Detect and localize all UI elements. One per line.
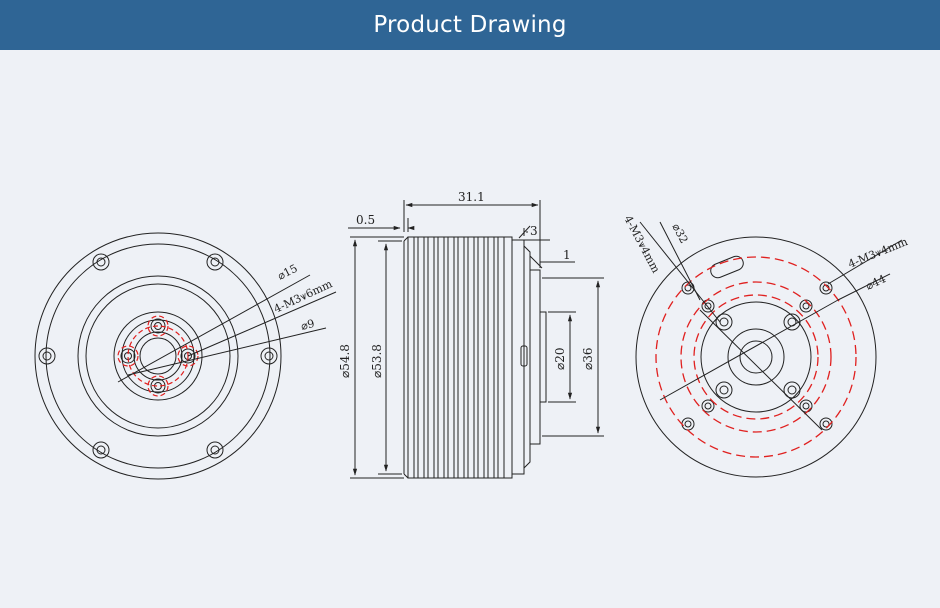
label-length-31-1: 31.1	[458, 190, 485, 204]
side-view	[348, 200, 604, 479]
flange-hole	[206, 253, 224, 271]
inner-hole	[783, 381, 801, 399]
right-rear-view	[635, 221, 903, 478]
flange-hole	[260, 347, 278, 365]
inner-hole	[783, 313, 801, 331]
label-dia-53-8: ⌀53.8	[370, 344, 384, 378]
label-dia-54-8: ⌀54.8	[338, 344, 352, 378]
label-step-3: 3	[530, 224, 538, 238]
hidden-bolt-circles	[655, 256, 857, 458]
cable-slot	[710, 255, 744, 279]
product-drawing: ⌀15 4-M3⩛6mm ⌀9	[34, 190, 910, 480]
label-shoulder-1: 1	[563, 248, 571, 262]
label-dia-9: ⌀9	[300, 317, 316, 333]
outer-hole	[681, 417, 695, 431]
label-dia-20: ⌀20	[553, 348, 567, 371]
outer-hole	[799, 399, 813, 413]
label-dia-15: ⌀15	[275, 262, 299, 283]
label-thread-inner-4mm: 4-M3⩛4mm	[621, 213, 662, 275]
flange-hole	[38, 347, 56, 365]
outer-hole	[701, 399, 715, 413]
label-offset-0-5: 0.5	[356, 213, 375, 227]
label-dia-36: ⌀36	[581, 348, 595, 371]
flange-hole	[92, 253, 110, 271]
outer-hole	[819, 281, 833, 295]
header-banner: Product Drawing	[0, 0, 940, 50]
flange-hole	[92, 441, 110, 459]
label-dia-44: ⌀44	[864, 272, 888, 292]
page-title: Product Drawing	[373, 12, 567, 38]
hidden-thread-lines	[117, 315, 199, 397]
cooling-fins	[413, 237, 505, 478]
inner-hole	[715, 381, 733, 399]
flange-hole	[206, 441, 224, 459]
outer-hole	[799, 299, 813, 313]
label-thread-outer-4mm: 4-M3⩛4mm	[846, 235, 910, 271]
left-front-view	[34, 232, 337, 480]
outer-hole	[819, 417, 833, 431]
drawing-area: ⌀15 4-M3⩛6mm ⌀9	[0, 50, 940, 608]
label-dia-32: ⌀32	[669, 221, 690, 245]
